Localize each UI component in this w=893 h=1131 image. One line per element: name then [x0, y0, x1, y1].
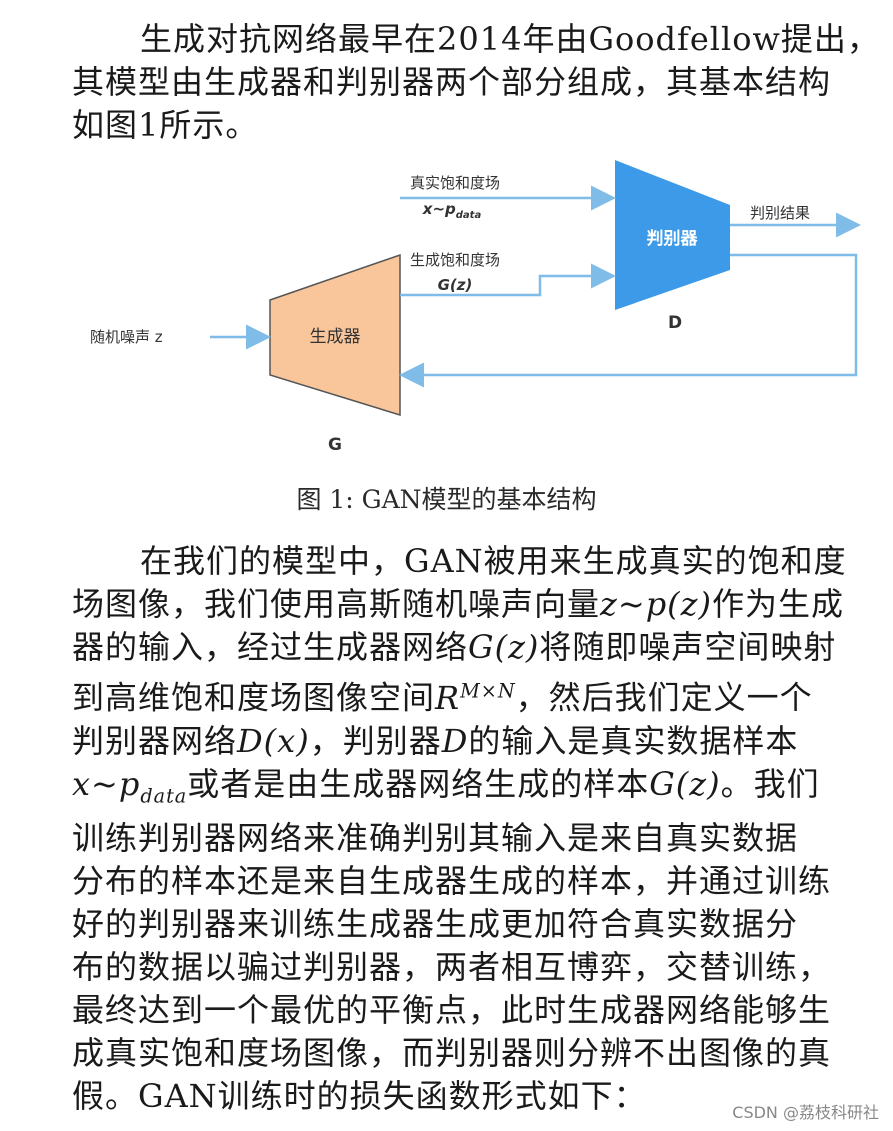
body-line-11: 最终达到一个最优的平衡点，此时生成器网络能够生: [72, 991, 832, 1030]
generator-label: 生成器: [310, 327, 361, 347]
body-line-3: 器的输入，经过生成器网络G(z)将随即噪声空间映射: [72, 628, 837, 666]
fake-data-formula: G(z): [438, 276, 473, 294]
discriminator-block: [615, 160, 730, 310]
body-line-10: 布的数据以骗过判别器，两者相互博弈，交替训练，: [72, 948, 832, 987]
body-line-5: 判别器网络D(x)，判别器D的输入是真实数据样本: [72, 721, 799, 760]
body-line-12: 成真实饱和度场图像，而判别器则分辨不出图像的真: [72, 1034, 832, 1073]
real-data-formula: x~pdata: [422, 200, 482, 221]
body-line-7: 训练判别器网络来准确判别其输入是来自真实数据: [72, 819, 799, 858]
body-line-8: 分布的样本还是来自生成器生成的样本，并通过训练: [72, 862, 832, 901]
discriminator-label: 判别器: [647, 229, 699, 249]
body-line-4: 到高维饱和度场图像空间RM×N，然后我们定义一个: [72, 678, 813, 717]
body-line-2: 场图像，我们使用高斯随机噪声向量z~p(z)作为生成: [72, 585, 845, 623]
figure-caption: 图 1: GAN模型的基本结构: [296, 485, 597, 514]
result-label: 判别结果: [750, 204, 810, 222]
generator-block: [269, 253, 401, 417]
intro-line-1: 生成对抗网络最早在2014年由Goodfellow提出，: [140, 20, 880, 58]
intro-line-2: 其模型由生成器和判别器两个部分组成，其基本结构: [72, 63, 832, 101]
fake-data-label: 生成饱和度场: [410, 251, 500, 269]
body-line-1: 在我们的模型中，GAN被用来生成真实的饱和度: [140, 542, 847, 580]
feedback-arrow: [399, 253, 858, 388]
gan-diagram: 生成器 G 判别器 D 随机噪声 z 真实饱和度场 x~pdata 生成饱和度场…: [90, 160, 861, 455]
noise-label: 随机噪声 z: [90, 328, 163, 346]
fake-data-arrow: [400, 263, 616, 297]
body-line-6: x~pdata或者是由生成器网络生成的样本G(z)。我们: [72, 764, 820, 808]
body-line-9: 好的判别器来训练生成器生成更加符合真实数据分: [72, 905, 799, 944]
body-line-13: 假。GAN训练时的损失函数形式如下：: [72, 1077, 647, 1116]
intro-paragraph: 生成对抗网络最早在2014年由Goodfellow提出， 其模型由生成器和判别器…: [72, 18, 880, 147]
body-paragraph: 在我们的模型中，GAN被用来生成真实的饱和度 场图像，我们使用高斯随机噪声向量z…: [72, 540, 872, 1118]
discriminator-letter: D: [668, 313, 682, 333]
csdn-watermark: CSDN @荔枝科研社: [732, 1103, 879, 1122]
generator-letter: G: [328, 435, 342, 455]
real-data-label: 真实饱和度场: [410, 174, 500, 192]
intro-line-3: 如图1所示。: [72, 106, 259, 144]
